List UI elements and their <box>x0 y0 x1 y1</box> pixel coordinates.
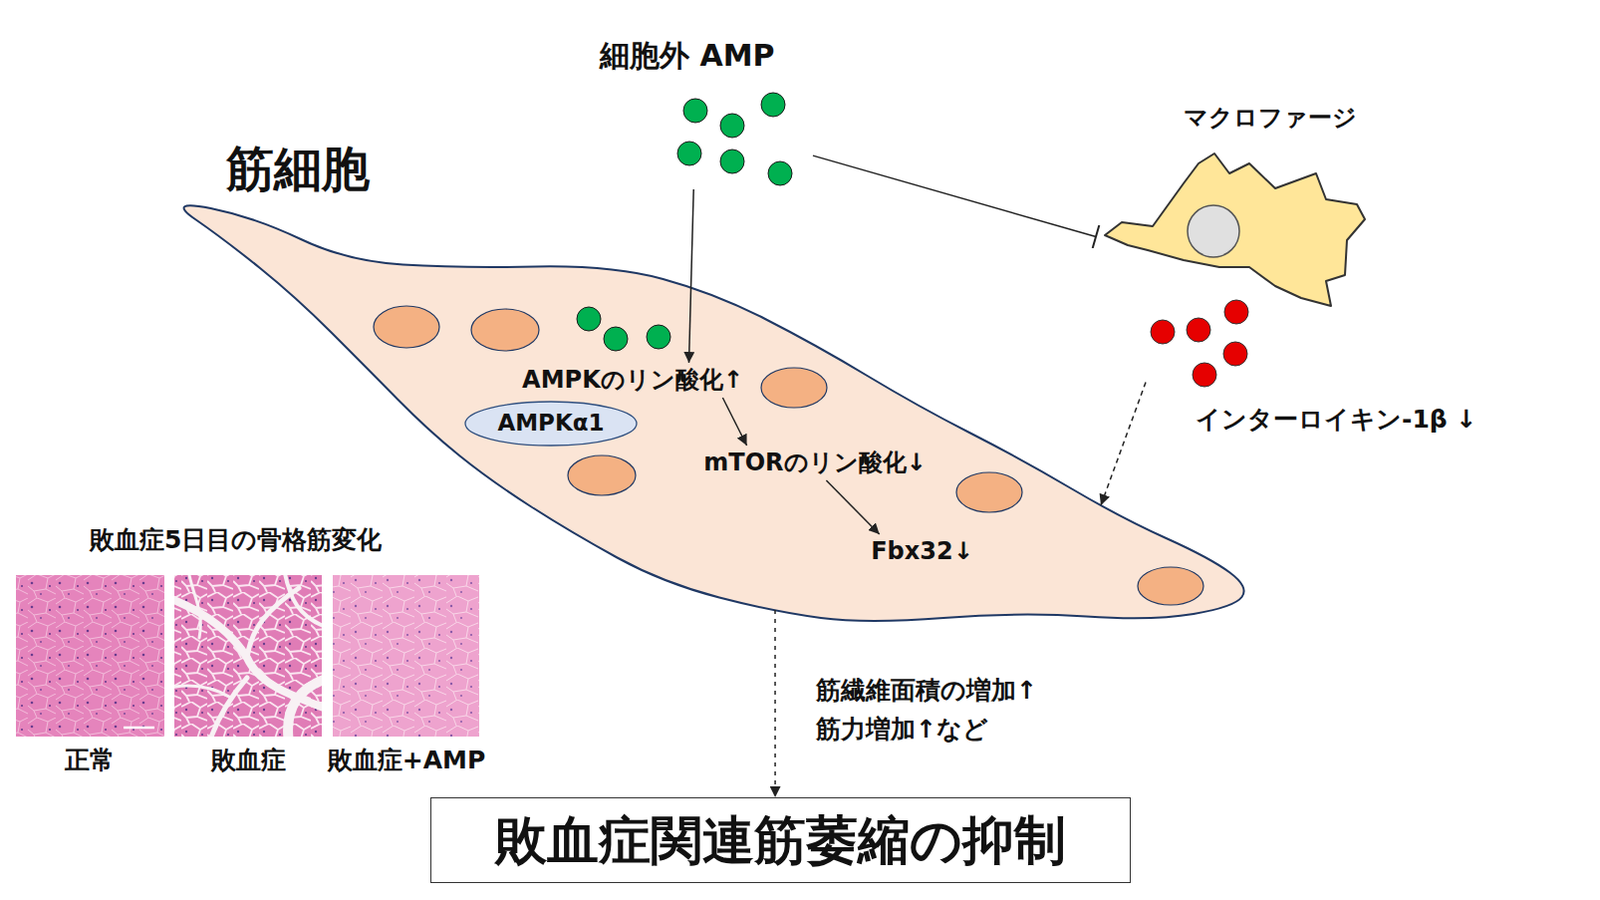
nucleus <box>373 305 440 348</box>
signal-step: AMPKのリン酸化↑ <box>520 362 746 398</box>
molecule-dot <box>603 326 628 351</box>
outcome-box-text: 敗血症関連筋萎縮の抑制 <box>495 808 1067 871</box>
signal-step: mTORのリン酸化↓ <box>701 445 929 481</box>
gap <box>189 574 201 638</box>
ampk-ellipse-text: AMPKα1 <box>497 409 604 438</box>
gap <box>174 685 232 698</box>
panel-title: 敗血症5日目の骨格筋変化 <box>89 525 382 555</box>
histology-sepsis-fibers <box>174 574 322 737</box>
inhibition-connector <box>812 155 1096 237</box>
molecule-dot <box>1223 341 1248 366</box>
molecule-dot <box>1192 362 1217 387</box>
histology-normal <box>15 574 165 737</box>
cell-membrane <box>184 205 1245 621</box>
nucleus <box>1137 566 1204 605</box>
molecule-dot <box>768 161 793 186</box>
signal-step-text: Fbx32↓ <box>870 536 974 566</box>
histology-sepsis-amp-fibers <box>332 574 480 737</box>
molecule-dot <box>683 98 708 123</box>
molecule-dot <box>677 141 702 166</box>
histology-sepsis-amp <box>332 574 480 737</box>
gap <box>209 677 248 737</box>
macrophage: マクロファージ <box>1095 97 1377 315</box>
molecule-dot <box>720 113 745 138</box>
arrow-connector <box>774 609 777 798</box>
nucleus <box>956 472 1023 513</box>
macrophage-nucleus <box>1187 205 1240 258</box>
molecule-dot <box>720 149 745 174</box>
molecule-dot <box>761 92 786 117</box>
amp-label: 細胞外 AMP <box>599 37 776 74</box>
signal-step-text: mTORのリン酸化↓ <box>703 448 926 478</box>
cytokine-label: インターロイキン-1β ↓ <box>1195 404 1477 435</box>
extracellular-amp: 細胞外 AMP <box>587 35 813 190</box>
panel-caption: 正常 <box>9 745 170 776</box>
outcome-box: 敗血症関連筋萎縮の抑制 <box>430 797 1131 883</box>
macrophage-label: マクロファージ <box>1183 103 1357 133</box>
histology-sepsis <box>174 574 322 737</box>
histology-normal-fibers <box>15 574 165 737</box>
nucleus <box>471 308 539 351</box>
ampk-ellipse: AMPKα1 <box>464 400 638 447</box>
ellipse-shape <box>465 401 637 446</box>
panel-caption: 敗血症 <box>168 745 328 776</box>
sepsis-gaps <box>174 574 322 737</box>
nucleus <box>761 367 827 408</box>
signal-step-text: AMPKのリン酸化↑ <box>522 365 744 395</box>
interleukin-release: インターロイキン-1β ↓ <box>1145 294 1501 441</box>
molecule-dot <box>1150 319 1175 344</box>
scale-bar <box>123 726 155 730</box>
macrophage-body <box>1104 153 1365 306</box>
nucleus <box>567 455 636 496</box>
molecule-dot <box>646 324 671 349</box>
molecule-dot <box>1186 317 1211 342</box>
signal-step: Fbx32↓ <box>868 533 976 569</box>
edge-label: 筋繊維面積の増加↑ 筋力増加↑など <box>815 671 1115 750</box>
gap <box>287 677 322 737</box>
cell-label: 筋細胞 <box>226 144 370 193</box>
muscle-cell: 筋細胞 AMPKα1 AMPKのリン酸化↑ mTORのリン酸化↓ Fbx32↓ <box>159 139 1256 628</box>
arrow-connector <box>1100 382 1146 506</box>
panel-caption: 敗血症+AMP <box>326 745 487 776</box>
molecule-dot <box>576 306 601 331</box>
gap <box>283 574 322 628</box>
molecule-dot <box>1224 299 1249 324</box>
